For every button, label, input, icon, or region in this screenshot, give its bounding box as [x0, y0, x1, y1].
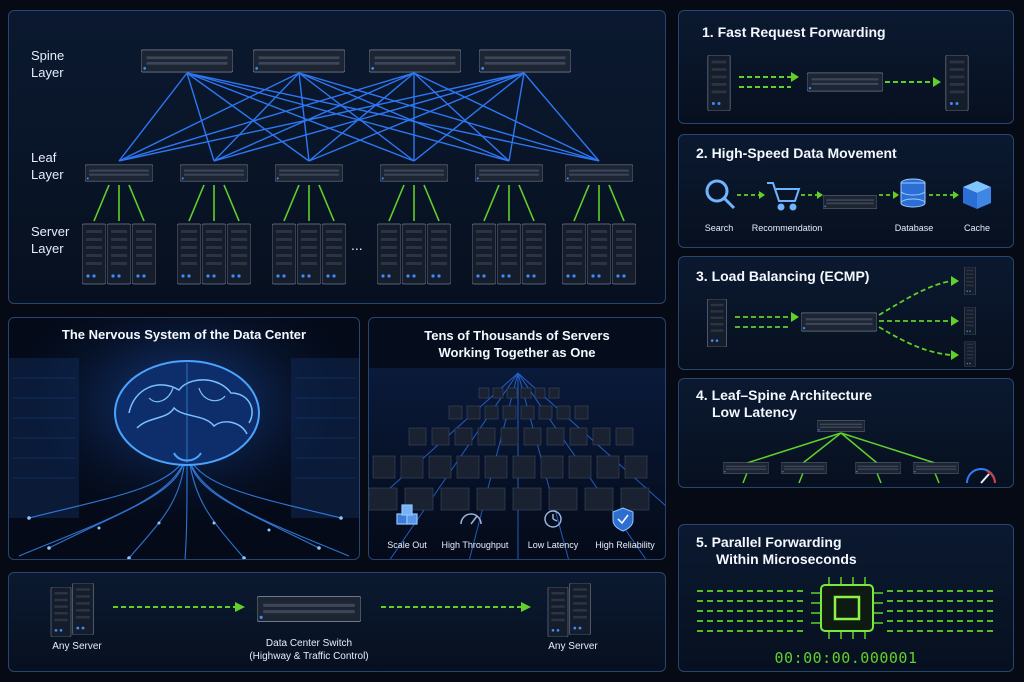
- leaf-switch-5: [475, 164, 543, 182]
- leaf-spine-panel: 4. Leaf–Spine Architecture Low Latency: [678, 378, 1014, 488]
- server-farm-title-line1: Tens of Thousands of Servers: [424, 328, 610, 343]
- switch-caption-line2: (Highway & Traffic Control): [249, 651, 369, 662]
- parallel-forwarding-panel: 5. Parallel Forwarding Within Microsecon…: [678, 524, 1014, 672]
- brain-network-illustration: [9, 318, 359, 559]
- parallel-lanes: [697, 590, 997, 632]
- data-movement-diagram: [705, 178, 991, 211]
- ecmp-switch-icon: [801, 312, 877, 332]
- spine-layer-label: Spine Layer: [31, 48, 65, 80]
- speedometer-icon: [460, 513, 482, 525]
- feature-scale-out: Scale Out: [387, 540, 427, 550]
- spine-leaf-links: [118, 72, 600, 162]
- switch-flow-panel: Any Server Data Center Switch (Highway &…: [8, 572, 666, 672]
- leaf-spine-title-line1: 4. Leaf–Spine Architecture: [696, 387, 873, 403]
- any-server-left-label: Any Server: [52, 641, 102, 652]
- cube-icon: [396, 504, 418, 525]
- leaf-switch-6: [565, 164, 633, 182]
- neural-roots: [18, 457, 350, 559]
- leaf-switch-4: [380, 164, 448, 182]
- mini-spine-switch: [817, 419, 865, 433]
- speed-gauge-icon: [966, 468, 996, 484]
- feature-high-throughput: High Throughput: [441, 540, 509, 550]
- leaf-server-links: [93, 184, 625, 222]
- parallel-forwarding-title: 5. Parallel Forwarding Within Microsecon…: [696, 534, 1013, 568]
- server-layer-label: Server Layer: [31, 224, 70, 256]
- switch-caption-line1: Data Center Switch: [265, 638, 353, 649]
- feature-high-reliability: High Reliability: [595, 540, 655, 550]
- chip-icon: [811, 577, 883, 639]
- server-farm-title-line2: Working Together as One: [438, 345, 596, 360]
- spine-switch-4: [479, 49, 571, 73]
- spine-switch-2: [253, 49, 345, 73]
- parallel-forwarding-diagram: [697, 577, 997, 639]
- left-server-icon: [50, 583, 94, 637]
- topology-panel: Spine Layer Leaf Layer Server Layer: [8, 10, 666, 304]
- server-rows: [369, 387, 650, 511]
- leaf-layer-label: Leaf Layer: [31, 150, 64, 182]
- load-balancing-diagram: [706, 267, 976, 367]
- data-center-switch-icon: [257, 595, 361, 623]
- data-movement-title: 2. High-Speed Data Movement: [696, 145, 897, 161]
- flow-label-recommendation: Recommendation: [751, 223, 823, 233]
- leaf-spine-diagram: [82, 49, 636, 285]
- flow-label-cache: Cache: [963, 223, 990, 233]
- leaf-switch-3: [275, 164, 343, 182]
- feature-low-latency: Low Latency: [527, 540, 579, 550]
- leaf-spine-title-line2: Low Latency: [712, 404, 797, 420]
- flow-label-database: Database: [894, 223, 934, 233]
- switch-flow-diagram: [50, 583, 591, 637]
- brain-icon: [114, 360, 260, 466]
- cart-icon: [767, 182, 801, 211]
- load-balancing-title: 3. Load Balancing (ECMP): [696, 268, 870, 284]
- cache-icon: [963, 181, 991, 209]
- spine-switch-1: [141, 49, 233, 73]
- forwarding-switch-icon: [807, 72, 883, 92]
- leaf-switch-1: [85, 164, 153, 182]
- fast-forwarding-title: 1. Fast Request Forwarding: [702, 24, 886, 40]
- movement-switch-icon: [823, 195, 877, 209]
- right-server-icon: [547, 583, 591, 637]
- nervous-system-panel: The Nervous System of the Data Center: [8, 317, 360, 560]
- fast-forwarding-diagram: [707, 55, 969, 111]
- server-racks: [82, 223, 636, 285]
- server-farm-illustration: [369, 368, 665, 559]
- stopwatch-icon: [544, 510, 562, 528]
- leaf-spine-title: 4. Leaf–Spine Architecture Low Latency: [696, 387, 1013, 421]
- latency-timer: 00:00:00.000001: [774, 649, 918, 667]
- server-farm-panel: Tens of Thousands of Servers Working Tog…: [368, 317, 666, 560]
- flow-label-search: Search: [704, 223, 734, 233]
- any-server-right-label: Any Server: [548, 641, 598, 652]
- leaf-spine-mini-diagram: [723, 419, 996, 484]
- search-icon: [705, 179, 736, 210]
- leaf-switch-2: [180, 164, 248, 182]
- spine-switch-3: [369, 49, 461, 73]
- server-farm-title: Tens of Thousands of Servers Working Tog…: [369, 327, 665, 361]
- parallel-forwarding-title-line2: Within Microseconds: [716, 551, 857, 567]
- fast-forwarding-panel: 1. Fast Request Forwarding: [678, 10, 1014, 124]
- server-ellipsis: ...: [351, 237, 363, 253]
- shield-icon: [612, 507, 634, 532]
- parallel-forwarding-title-line1: 5. Parallel Forwarding: [696, 534, 842, 550]
- nervous-system-title: The Nervous System of the Data Center: [61, 327, 307, 342]
- database-icon: [900, 178, 926, 208]
- load-balancing-panel: 3. Load Balancing (ECMP): [678, 256, 1014, 370]
- switch-caption: Data Center Switch (Highway & Traffic Co…: [219, 637, 399, 663]
- data-movement-panel: 2. High-Speed Data Movement Search Recom…: [678, 134, 1014, 248]
